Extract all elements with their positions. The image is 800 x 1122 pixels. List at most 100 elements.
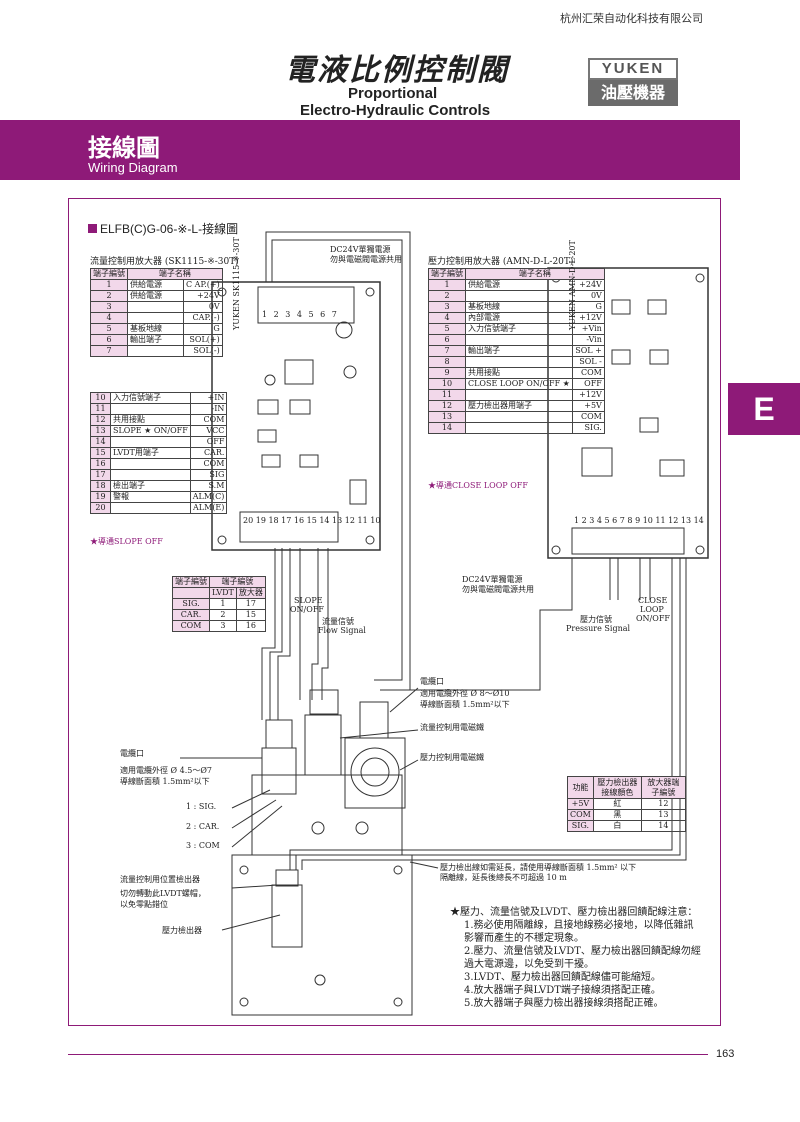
table-cell: 20 [90, 502, 111, 514]
table-cell: 輸出端子 [465, 345, 573, 357]
flow-amp-note: ★導通SLOPE OFF [90, 537, 163, 546]
note-line: 影響而產生的不穩定現象。 [464, 933, 584, 944]
cable-port-top-2: 適用電纜外徑 Ø 8～Ø10 [420, 689, 510, 698]
pressure-solenoid [344, 737, 406, 809]
table-cell: 共用接點 [110, 414, 191, 426]
table-cell: +24V [183, 290, 223, 302]
chapter-tab[interactable]: E [728, 383, 800, 435]
flow-amp-header-no: 端子編號 [90, 268, 128, 280]
table-cell: CAR. [189, 447, 228, 459]
flow-amp-bottom-terminal [239, 511, 339, 543]
table-cell: COM [189, 458, 228, 470]
table-cell: 11 [90, 403, 111, 415]
table-cell [465, 422, 573, 434]
table-cell: -IN [189, 403, 228, 415]
table-cell: CLOSE LOOP ON/OFF ★ [465, 378, 573, 390]
table-cell: 供給電源 [127, 290, 184, 302]
table-cell: 功能 [567, 776, 594, 799]
table-cell: +5V [571, 400, 605, 412]
table-cell: 12 [428, 400, 466, 412]
page-number: 163 [716, 1048, 735, 1060]
table-cell: OFF [189, 436, 228, 448]
flow-amp-brand: YUKEN SK1115-※-30T [232, 237, 241, 330]
note-line: 過大電源邊，以免受到干擾。 [464, 959, 594, 970]
valve-bolt-1 [239, 865, 249, 875]
valve-bolt-5 [314, 974, 326, 986]
table-cell: 5 [428, 323, 466, 335]
note-line: 3.LVDT、壓力檢出器回饋配線儘可能縮短。 [464, 972, 661, 983]
table-cell: 壓力檢出器用端子 [465, 400, 573, 412]
table-cell: 警報 [110, 491, 191, 503]
yuken-logo: YUKEN 油壓機器 [588, 58, 678, 106]
note-line: 1.務必使用隔離線，且接地線務必接地，以降低雜訊 [464, 920, 694, 931]
table-cell: COM [567, 809, 594, 821]
flow-amp-chip-4 [261, 454, 281, 468]
section-title: ELFB(C)G-06-※-L-接線圖 [88, 220, 238, 237]
table-cell: 16 [90, 458, 111, 470]
table-cell: 9 [428, 367, 466, 379]
pressure-signal-en: Pressure Signal [566, 624, 631, 633]
table-cell: 白 [592, 820, 642, 832]
table-cell: LVDT [209, 587, 237, 599]
pressure-amp-header-name: 端子名稱 [465, 268, 605, 280]
table-cell: 15 [90, 447, 111, 459]
pressure-amp-chip-3 [611, 349, 631, 365]
table-cell: 14 [428, 422, 466, 434]
table-cell: +Vin [571, 323, 605, 335]
table-cell [110, 469, 191, 481]
pressure-amp-chip-5 [639, 417, 659, 433]
table-cell [465, 290, 573, 302]
flow-amp-screw-br [365, 535, 375, 545]
banner-title-zh: 接線圖 [88, 134, 160, 162]
logo-text-bottom: 油壓機器 [588, 80, 678, 106]
table-cell: 供給電源 [127, 279, 184, 291]
flow-amp-top-terminal [257, 286, 355, 324]
pressure-amp-cap [659, 459, 685, 477]
table-cell: 8 [428, 356, 466, 368]
section-title-text: ELFB(C)G-06-※-L-接線圖 [100, 222, 239, 236]
table-cell: +12V [571, 312, 605, 324]
table-cell: 16 [235, 620, 266, 632]
flow-amp-chip-1 [257, 399, 279, 415]
table-cell: LVDT用端子 [110, 447, 191, 459]
flow-amp-bottom-numbers: 20 19 18 17 16 15 14 13 12 11 10 [243, 516, 381, 525]
lvdt-body [261, 747, 297, 795]
pressure-detector-label: 壓力檢出器 [162, 926, 202, 935]
table-cell: 0V [571, 290, 605, 302]
table-cell [465, 356, 573, 368]
cable-port-left: 電纜口 [120, 749, 144, 758]
pressure-amp-screw-tr [695, 273, 705, 283]
note-line: ★壓力、流量信號及LVDT、壓力檢出器回饋配線注意： [450, 907, 698, 918]
note-line: 5.放大器端子與壓力檢出器接線須搭配正確。 [464, 998, 664, 1009]
pressure-solenoid-face [350, 747, 400, 797]
table-cell: COM [571, 367, 605, 379]
table-cell: +5V [567, 798, 594, 810]
table-cell: 14 [640, 820, 686, 832]
flow-solenoid-label: 流量控制用電磁鐵 [420, 723, 484, 732]
cable-port-left-3: 導線斷面積 1.5mm²以下 [120, 777, 210, 786]
table-cell: 3 [428, 301, 466, 313]
cable-port-top: 電纜口 [420, 677, 444, 686]
table-cell: 內部電源 [465, 312, 573, 324]
dc24v-label-right-2: 勿與電磁閥電源共用 [462, 585, 534, 594]
table-cell: +24V [571, 279, 605, 291]
table-cell: 12 [90, 414, 111, 426]
flow-amp-title: 流量控制用放大器 (SK1115-※-30T) [90, 257, 239, 267]
table-cell: SIG. [571, 422, 605, 434]
valve-port-2 [355, 821, 369, 835]
table-cell: 10 [90, 392, 111, 404]
table-cell [127, 345, 184, 357]
table-cell: 3 [209, 620, 237, 632]
table-cell: COM [571, 411, 605, 423]
table-cell: 10 [428, 378, 466, 390]
table-cell: 7 [90, 345, 128, 357]
lvdt-connector [265, 719, 293, 749]
diagram-frame [68, 198, 721, 1026]
cable-port-left-2: 適用電纜外徑 Ø 4.5～Ø7 [120, 766, 213, 775]
lvdt-pin-2: 2 : CAR. [186, 822, 220, 831]
flow-amp-chip-6 [284, 359, 314, 385]
table-cell: SLOPE ★ ON/OFF [110, 425, 191, 437]
flow-amp-relay [349, 479, 367, 505]
